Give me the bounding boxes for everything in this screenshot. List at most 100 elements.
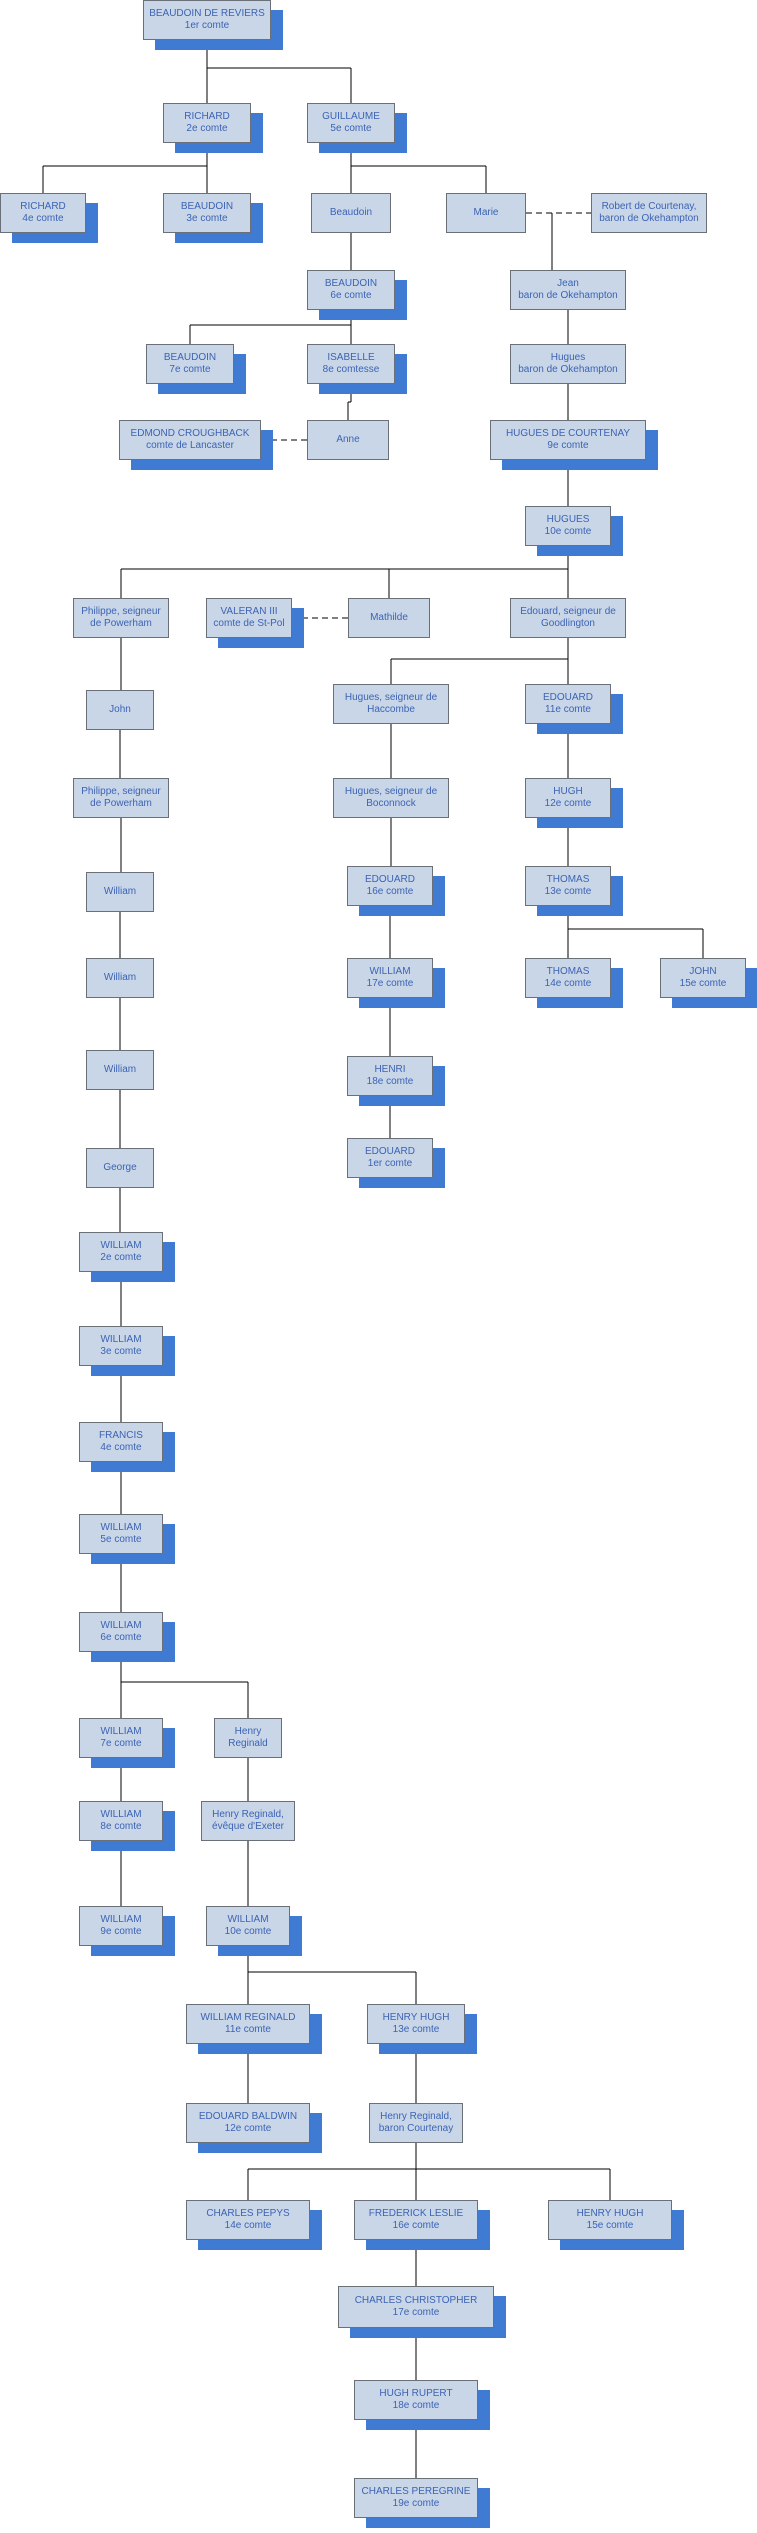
node-title: 14e comte xyxy=(544,978,592,989)
node-title: baron de Okehampton xyxy=(518,290,618,301)
node-name: WILLIAM xyxy=(100,1240,142,1251)
node-title: 15e comte xyxy=(679,978,727,989)
node-name: Anne xyxy=(336,434,360,445)
node-title: 18e comte xyxy=(392,2400,440,2411)
node-title: 12e comte xyxy=(544,798,592,809)
node-title: 14e comte xyxy=(224,2220,272,2231)
node-name: ISABELLE xyxy=(327,352,375,363)
node-title: Boconnock xyxy=(366,798,416,809)
node-title: 6e comte xyxy=(100,1632,142,1643)
node-title: baron de Okehampton xyxy=(518,364,618,375)
node-name: WILLIAM xyxy=(100,1522,142,1533)
node-n38: George xyxy=(86,1148,154,1188)
node-title: 4e comte xyxy=(22,213,64,224)
node-n15: Anne xyxy=(307,420,389,460)
node-name: William xyxy=(103,972,137,983)
node-n7: Marie xyxy=(446,193,526,233)
node-name: FREDERICK LESLIE xyxy=(368,2208,464,2219)
node-name: EDOUARD xyxy=(364,874,415,885)
node-title: 16e comte xyxy=(392,2220,440,2231)
node-title: 9e comte xyxy=(547,440,589,451)
node-name: HUGUES DE COURTENAY xyxy=(505,428,631,439)
node-name: Edouard, seigneur de xyxy=(520,606,616,617)
node-title: 15e comte xyxy=(586,2220,634,2231)
node-name: HUGH xyxy=(553,786,583,797)
node-name: VALERAN III xyxy=(220,606,278,617)
node-name: BEAUDOIN DE REVIERS xyxy=(149,8,265,19)
node-title: 11e comte xyxy=(225,2024,271,2035)
node-name: WILLIAM xyxy=(369,966,411,977)
node-title: 8e comtesse xyxy=(322,364,380,375)
node-name: Philippe, seigneur xyxy=(81,606,161,617)
node-title: 19e comte xyxy=(392,2498,440,2509)
node-title: 5e comte xyxy=(100,1534,142,1545)
node-n30: William xyxy=(86,872,154,912)
node-name: HENRY HUGH xyxy=(576,2208,644,2219)
node-name: RICHARD xyxy=(184,111,230,122)
node-title: 10e comte xyxy=(544,526,592,537)
node-title: 17e comte xyxy=(392,2307,440,2318)
node-name: EDOUARD BALDWIN xyxy=(198,2111,298,2122)
node-title: 9e comte xyxy=(100,1926,142,1937)
node-title: 6e comte xyxy=(330,290,372,301)
node-name: CHARLES CHRISTOPHER xyxy=(354,2295,478,2306)
node-name: WILLIAM xyxy=(100,1809,142,1820)
node-name: WILLIAM xyxy=(100,1334,142,1345)
node-name: EDOUARD xyxy=(364,1146,415,1157)
node-name: Hugues, seigneur de xyxy=(344,786,438,797)
node-title: de Powerham xyxy=(90,618,152,629)
node-n53: Henry Reginald,baron Courtenay xyxy=(369,2103,463,2143)
node-title: 3e comte xyxy=(186,213,228,224)
node-name: Philippe, seigneur xyxy=(81,786,161,797)
node-name: THOMAS xyxy=(546,874,590,885)
node-title: 10e comte xyxy=(224,1926,272,1937)
node-name: Hugues xyxy=(550,352,586,363)
node-title: évêque d'Exeter xyxy=(212,1821,284,1832)
node-name: CHARLES PEREGRINE xyxy=(361,2486,471,2497)
node-name: GUILLAUME xyxy=(322,111,380,122)
node-name: Hugues, seigneur de xyxy=(344,692,438,703)
node-title: Haccombe xyxy=(367,704,415,715)
node-name: EDOUARD xyxy=(542,692,593,703)
node-name: RICHARD xyxy=(20,201,66,212)
node-n34: William xyxy=(86,958,154,998)
node-name: WILLIAM xyxy=(100,1914,142,1925)
node-title: 3e comte xyxy=(100,1346,142,1357)
node-name: Marie xyxy=(473,207,499,218)
node-title: 13e comte xyxy=(544,886,592,897)
node-name: William xyxy=(103,886,137,897)
node-name: THOMAS xyxy=(546,966,590,977)
node-title: 12e comte xyxy=(224,2123,272,2134)
node-title: 2e comte xyxy=(100,1252,142,1263)
node-title: Goodlington xyxy=(541,618,595,629)
node-name: HENRI xyxy=(374,1064,406,1075)
node-name: CHARLES PEPYS xyxy=(206,2208,290,2219)
node-title: comte de St-Pol xyxy=(213,618,285,629)
node-name: Mathilde xyxy=(370,612,408,623)
